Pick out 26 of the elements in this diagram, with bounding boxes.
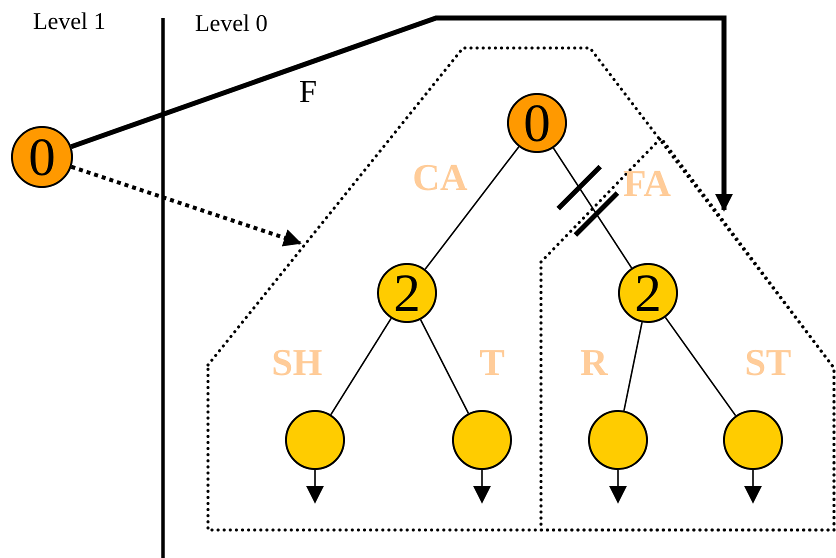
node-number: 0 xyxy=(28,130,56,184)
connector-line xyxy=(623,322,643,411)
connector-line xyxy=(330,318,392,415)
arrow xyxy=(70,164,302,246)
arrow xyxy=(744,470,762,504)
edge-label: R xyxy=(579,344,609,382)
node-number: 2 xyxy=(394,266,420,320)
edge-label: ST xyxy=(744,344,792,382)
edge-label: FA xyxy=(622,165,672,203)
arrow xyxy=(473,470,491,504)
edge-label: F xyxy=(298,75,318,107)
connector-line xyxy=(552,148,632,268)
arrow xyxy=(609,470,627,504)
level-label: Level 0 xyxy=(195,12,268,36)
edge-label: CA xyxy=(412,159,468,197)
arrow xyxy=(306,470,324,504)
arrow xyxy=(70,16,733,212)
node-number: 0 xyxy=(524,96,550,150)
connector-line xyxy=(664,316,736,416)
edge-label: T xyxy=(478,344,506,382)
connector-line xyxy=(420,319,470,414)
dotted-region-outline xyxy=(206,46,836,532)
edge-label: SH xyxy=(270,344,324,382)
level-label: Level 1 xyxy=(33,10,106,34)
node-number: 2 xyxy=(634,266,662,320)
connector-line xyxy=(424,146,520,270)
